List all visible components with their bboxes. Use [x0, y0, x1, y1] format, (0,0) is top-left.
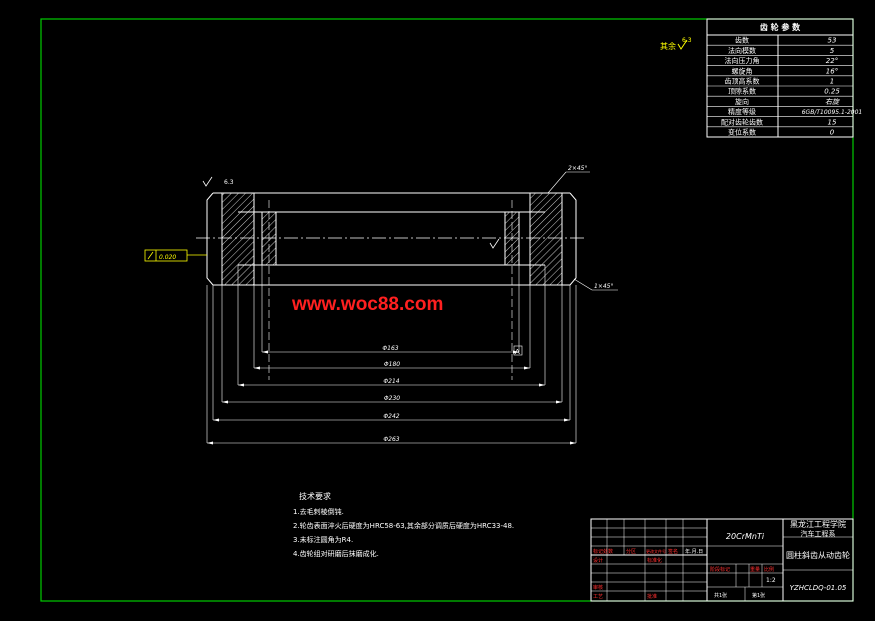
dimension-arrow-icon: [262, 350, 268, 354]
dimension-arrow-icon: [207, 441, 213, 445]
param-value: 16°: [826, 67, 838, 75]
dimension-label: Φ230: [384, 395, 400, 402]
dimension-arrow-icon: [238, 383, 244, 387]
dimension-label: Φ163: [382, 345, 398, 352]
roughness-small-value: 6.3: [224, 179, 234, 186]
dimension-arrow-icon: [213, 418, 219, 422]
datum-frame: [513, 345, 523, 356]
tech-req-item: 1.去毛刺棱倒钝.: [293, 507, 344, 516]
tb-label-weight: 重量: [750, 566, 760, 573]
chamfer-top-label: 2×45°: [568, 165, 587, 172]
tb-label-approve: 批准: [647, 593, 657, 600]
tb-label-process: 工艺: [593, 594, 603, 600]
tb-material: 20CrMnTi: [726, 532, 765, 541]
param-value: 右旋: [825, 98, 840, 106]
tb-scale-value: 1:2: [766, 577, 776, 584]
tb-sheet-no: 第1张: [752, 592, 765, 599]
tb-label-sign: 签名: [668, 548, 678, 555]
gear-annotations: 2×45° 1×45° 6.3 0.020 A: [144, 165, 618, 356]
param-name: 变位系数: [728, 128, 756, 137]
tb-part-name: 圆柱斜齿从动齿轮: [786, 550, 850, 560]
param-name: 顶隙系数: [728, 87, 756, 96]
dimension-arrow-icon: [539, 383, 545, 387]
roughness-note: 其余 6.3: [660, 37, 692, 51]
param-value: 53: [828, 37, 837, 45]
roughness-label: 其余: [660, 41, 676, 51]
outer-border: [40, 18, 854, 602]
param-value: 1: [830, 78, 834, 86]
param-name: 旋向: [735, 97, 749, 106]
tb-school-line2: 汽车工程系: [801, 529, 836, 538]
dimension-arrow-icon: [254, 366, 260, 370]
dimension-label: Φ180: [384, 361, 400, 368]
gear-section-view: [196, 192, 585, 443]
dimension-arrow-icon: [222, 400, 228, 404]
param-value: 0: [830, 129, 835, 137]
param-name: 配对齿轮齿数: [721, 117, 763, 126]
tb-label-stage: 阶段标记: [710, 566, 730, 573]
tech-req-item: 4.齿轮组对研磨后抹磨成化.: [293, 549, 379, 558]
tb-label-standard: 标准化: [647, 557, 662, 564]
param-value: 22°: [826, 57, 838, 65]
tech-req-title: 技术要求: [299, 491, 331, 501]
tb-label-change-no: 更改文件号: [646, 548, 666, 554]
tb-drawing-no: YZHCLDQ-01.05: [790, 584, 847, 592]
dimension-arrow-icon: [513, 350, 519, 354]
tech-req-item: 3.未标注圆角为R4.: [293, 535, 353, 544]
dimension-label: Φ242: [383, 413, 399, 420]
runout-frame: [144, 249, 188, 262]
tb-label-zone: 分区: [626, 548, 636, 555]
dimension-label: Φ263: [383, 436, 399, 443]
gear-params-table: 齿 轮 参 数 齿数 53 法向模数 5 法向压力角 22° 螺旋角 16° 齿顶高系数 1 顶隙系…: [706, 18, 863, 138]
tb-label-scale: 比例: [764, 566, 774, 573]
dimension-arrow-icon: [570, 441, 576, 445]
param-name: 精度等级: [728, 107, 756, 116]
bore-roughness-icon: [489, 238, 500, 249]
watermark: www.woc88.com: [291, 294, 443, 315]
roughness-check-icon: [677, 39, 688, 50]
runout-arrow-icon: [147, 251, 154, 260]
runout-value: 0.020: [159, 254, 176, 261]
dimension-arrow-icon: [564, 418, 570, 422]
param-value: 0.25: [824, 88, 840, 96]
param-name: 法向压力角: [725, 56, 760, 65]
chamfer-bottom-label: 1×45°: [594, 283, 613, 290]
datum-label: A: [515, 348, 520, 356]
roughness-small-icon: [202, 176, 213, 187]
param-name: 法向模数: [728, 46, 756, 55]
dimension-arrow-icon: [556, 400, 562, 404]
technical-requirements: 技术要求 1.去毛刺棱倒钝. 2.轮齿表面淬火后硬度为HRC58-63,其余部分…: [293, 491, 514, 558]
dimension-arrow-icon: [524, 366, 530, 370]
dimension-label: Φ214: [383, 378, 399, 385]
param-name: 齿顶高系数: [725, 77, 760, 86]
param-value: 6GB/T10095.1-2001: [802, 109, 863, 116]
tb-school-line1: 黑龙江工程学院: [790, 519, 846, 529]
param-name: 螺旋角: [732, 66, 753, 75]
tb-sheet-total: 共1张: [714, 592, 727, 599]
param-name: 齿数: [735, 36, 749, 45]
param-value: 5: [830, 47, 835, 55]
tb-label-check: 审核: [593, 584, 603, 591]
tb-label-design: 设计: [593, 557, 603, 564]
tb-label-marker: 标记处数: [593, 548, 613, 555]
tech-req-item: 2.轮齿表面淬火后硬度为HRC58-63,其余部分调质后硬度为HRC33-48.: [293, 521, 514, 530]
tb-label-date: 年.月.日: [685, 548, 703, 555]
param-value: 15: [828, 118, 837, 126]
roughness-value: 6.3: [682, 37, 692, 44]
title-block: 标记处数 分区 更改文件号 签名 年.月.日 设计 标准化 审核 工艺 批准 阶…: [590, 518, 854, 602]
params-table-title: 齿 轮 参 数: [760, 22, 801, 32]
